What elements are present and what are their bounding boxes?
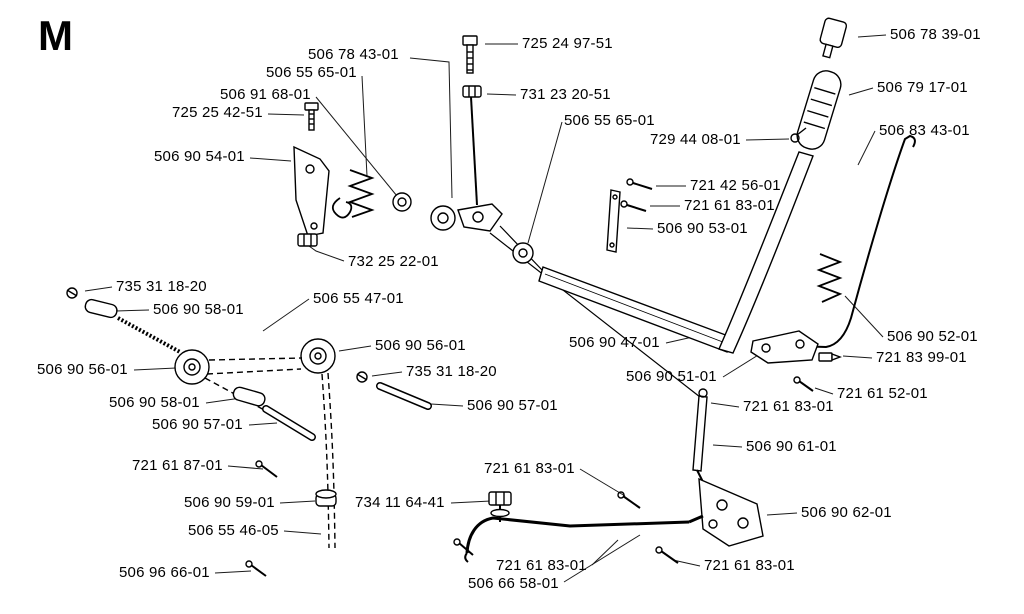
part-cotter-pin-1 xyxy=(793,376,814,392)
part-grip-cap xyxy=(819,17,848,59)
part-cotter-pin-3 xyxy=(255,460,278,478)
part-label: 506 90 56-01 xyxy=(375,337,466,354)
part-nut-center xyxy=(462,85,482,98)
part-label: 506 90 57-01 xyxy=(467,397,558,414)
part-pulley-right xyxy=(300,338,336,374)
parts xyxy=(66,17,916,577)
part-handle-grip xyxy=(796,70,842,150)
part-label: 734 11 64-41 xyxy=(355,494,445,511)
part-label: 506 78 39-01 xyxy=(890,26,981,43)
part-label: 721 61 83-01 xyxy=(484,460,575,477)
part-coil-spring-right xyxy=(816,253,843,303)
part-cotter-pin-5 xyxy=(245,560,267,577)
part-label: 506 79 17-01 xyxy=(877,79,968,96)
part-nut-flange xyxy=(488,491,512,522)
part-label: 506 83 43-01 xyxy=(879,122,970,139)
part-label: 721 61 52-01 xyxy=(837,385,928,402)
part-rod-right xyxy=(376,382,432,410)
part-cotter-pin-4 xyxy=(453,491,679,564)
part-link-strip xyxy=(606,189,621,253)
section-marker: M xyxy=(38,12,73,59)
part-pulley-left xyxy=(174,349,210,385)
part-label: 506 96 66-01 xyxy=(119,564,210,581)
part-label: 506 90 54-01 xyxy=(154,148,245,165)
part-nut-lever xyxy=(297,233,318,247)
part-label: 506 91 68-01 xyxy=(220,86,311,103)
part-label: 731 23 20-51 xyxy=(520,86,611,103)
part-label: 506 90 56-01 xyxy=(37,361,128,378)
part-label: 721 61 87-01 xyxy=(132,457,223,474)
part-label: 506 55 47-01 xyxy=(313,290,404,307)
part-label: 506 55 46-05 xyxy=(188,522,279,539)
part-label: 721 61 83-01 xyxy=(704,557,795,574)
part-spacer-upper xyxy=(84,298,181,354)
part-pedal-plate xyxy=(688,477,764,547)
part-label: 506 55 65-01 xyxy=(564,112,655,129)
part-label: 506 90 51-01 xyxy=(626,368,717,385)
part-wire-rod xyxy=(793,134,916,349)
part-label: 506 90 53-01 xyxy=(657,220,748,237)
part-clamp-bracket xyxy=(457,96,701,398)
part-bolt-small xyxy=(304,102,319,131)
part-throttle-lever-arm xyxy=(718,151,814,354)
part-eclip-left xyxy=(66,287,78,299)
part-label: 506 90 59-01 xyxy=(184,494,275,511)
part-eclip-right xyxy=(356,371,368,383)
part-spacer-lower xyxy=(232,386,266,407)
part-label: 725 25 42-51 xyxy=(172,104,263,121)
part-label: 506 90 57-01 xyxy=(152,416,243,433)
part-label: 506 90 52-01 xyxy=(887,328,978,345)
part-roller-upper xyxy=(430,205,456,231)
part-label: 506 90 58-01 xyxy=(153,301,244,318)
part-label: 721 61 83-01 xyxy=(496,557,587,574)
part-label: 506 66 58-01 xyxy=(468,575,559,592)
part-label: 729 44 08-01 xyxy=(650,131,741,148)
part-label: 506 90 58-01 xyxy=(109,394,200,411)
part-coil-spring-left xyxy=(331,169,375,219)
part-retainer-clip xyxy=(790,127,807,143)
part-label: 725 24 97-51 xyxy=(522,35,613,52)
part-label: 735 31 18-20 xyxy=(406,363,497,380)
part-vertical-link xyxy=(692,388,708,483)
part-label: 721 61 83-01 xyxy=(743,398,834,415)
part-label: 732 25 22-01 xyxy=(348,253,439,270)
part-label: 506 90 47-01 xyxy=(569,334,660,351)
part-rod-left xyxy=(262,405,316,441)
part-screw xyxy=(818,352,842,362)
part-bolt-center xyxy=(462,35,478,74)
part-cable-dashed xyxy=(204,357,336,549)
part-cotter-pin-2 xyxy=(620,178,653,212)
part-label: 721 61 83-01 xyxy=(684,197,775,214)
part-label: 506 90 61-01 xyxy=(746,438,837,455)
part-pivot-bracket xyxy=(750,330,819,364)
part-roller-center xyxy=(512,242,534,264)
part-grommet xyxy=(315,489,337,507)
part-lever-plate xyxy=(293,145,330,237)
part-label: 735 31 18-20 xyxy=(116,278,207,295)
part-label: 506 55 65-01 xyxy=(266,64,357,81)
part-bent-rod xyxy=(464,516,690,563)
part-label: 506 78 43-01 xyxy=(308,46,399,63)
part-bushing xyxy=(392,192,412,212)
part-label: 721 42 56-01 xyxy=(690,177,781,194)
part-label: 506 90 62-01 xyxy=(801,504,892,521)
part-label: 721 83 99-01 xyxy=(876,349,967,366)
